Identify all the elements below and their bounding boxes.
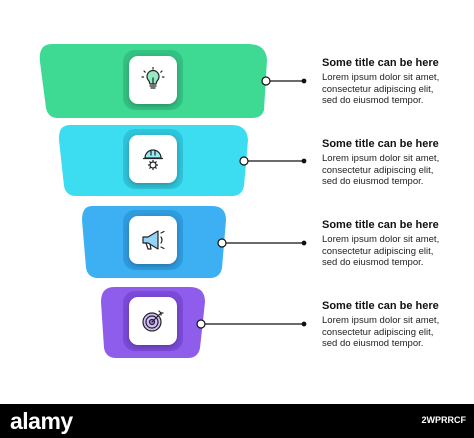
connector-dot-2	[239, 156, 249, 166]
infographic: Some title can be here Lorem ipsum dolor…	[39, 44, 472, 358]
desc-line: Lorem ipsum dolor sit amet,	[322, 234, 440, 245]
lightbulb-icon	[141, 66, 165, 89]
step-title: Some title can be here	[322, 219, 439, 231]
connector-dot-3	[217, 238, 227, 248]
step-description: Lorem ipsum dolor sit amet, consectetur …	[322, 153, 472, 188]
desc-line: consectetur adipiscing elit,	[322, 245, 434, 257]
desc-line: Lorem ipsum dolor sit amet,	[322, 153, 440, 164]
step-title: Some title can be here	[322, 138, 439, 150]
step-text-4: Some title can be here Lorem ipsum dolor…	[322, 300, 472, 350]
alamy-logo: alamy	[10, 408, 73, 434]
desc-line: consectetur adipiscing elit,	[322, 326, 434, 338]
connector-dot-4	[196, 319, 206, 329]
desc-line: sed do eiusmod tempor.	[322, 176, 424, 187]
target-icon	[142, 310, 164, 332]
connector-end-3	[301, 240, 307, 246]
desc-line: sed do eiusmod tempor.	[322, 338, 424, 349]
tile-4	[129, 297, 177, 345]
desc-line: sed do eiusmod tempor.	[322, 257, 424, 268]
connector-end-2	[301, 158, 307, 164]
connector-end-1	[301, 78, 307, 84]
desc-line: consectetur adipiscing elit,	[322, 83, 434, 95]
megaphone-icon	[142, 230, 165, 250]
tile-1	[129, 56, 177, 104]
desc-line: Lorem ipsum dolor sit amet,	[322, 72, 440, 83]
stock-footer-bar: alamy 2WPRRCF	[0, 404, 474, 438]
connector-dot-1	[261, 76, 271, 86]
tile-2	[129, 135, 177, 183]
step-title: Some title can be here	[322, 57, 439, 69]
step-description: Lorem ipsum dolor sit amet, consectetur …	[322, 72, 472, 107]
step-description: Lorem ipsum dolor sit amet, consectetur …	[322, 234, 472, 269]
step-description: Lorem ipsum dolor sit amet, consectetur …	[322, 315, 472, 350]
step-title: Some title can be here	[322, 300, 439, 312]
connector-end-4	[301, 321, 307, 327]
step-text-3: Some title can be here Lorem ipsum dolor…	[322, 219, 472, 269]
step-text-2: Some title can be here Lorem ipsum dolor…	[322, 138, 472, 188]
desc-line: consectetur adipiscing elit,	[322, 164, 434, 176]
image-id: 2WPRRCF	[421, 415, 467, 425]
tile-3	[129, 216, 177, 264]
step-text-1: Some title can be here Lorem ipsum dolor…	[322, 57, 472, 107]
hard-hat-gear-icon	[142, 149, 164, 171]
desc-line: Lorem ipsum dolor sit amet,	[322, 315, 440, 326]
desc-line: sed do eiusmod tempor.	[322, 95, 424, 106]
